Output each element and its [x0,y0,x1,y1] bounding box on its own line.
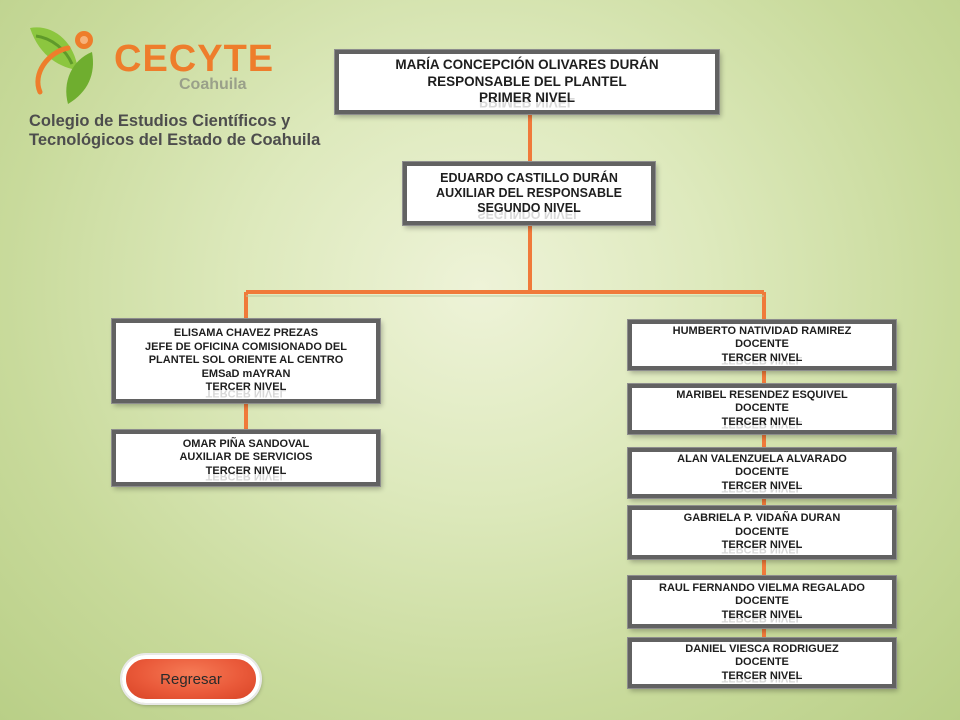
org-box-right-2: MARIBEL RESENDEZ ESQUIVEL DOCENTE TERCER… [628,384,896,434]
box-line: TERCER NIVEL [721,479,803,492]
box-line: DANIEL VIESCA RODRIGUEZ [685,642,839,655]
logo-line-1: Colegio de Estudios Científicos y [29,112,291,130]
org-box-right-6: DANIEL VIESCA RODRIGUEZ DOCENTE TERCER N… [628,638,896,688]
box-line: AUXILIAR DEL RESPONSABLE [436,185,622,200]
box-line: TERCER NIVEL [721,415,803,428]
box-line: DOCENTE [735,338,789,351]
box-line: DOCENTE [735,466,789,479]
box-line: TERCER NIVEL [205,464,287,477]
box-line: HUMBERTO NATIVIDAD RAMIREZ [672,324,852,337]
org-box-right-3: ALAN VALENZUELA ALVARADO DOCENTE TERCER … [628,448,896,498]
box-line: AUXILIAR DE SERVICIOS [179,451,313,464]
logo-brand-text: CECYTE [114,38,275,80]
org-box-assistant: EDUARDO CASTILLO DURÁN AUXILIAR DEL RESP… [403,162,655,225]
box-line: DOCENTE [735,595,789,608]
org-box-right-5: RAUL FERNANDO VIELMA REGALADO DOCENTE TE… [628,576,896,628]
box-line: GABRIELA P. VIDAÑA DURAN [683,512,841,525]
box-line: EMSaD mAYRAN [201,367,291,380]
org-box-right-4: GABRIELA P. VIDAÑA DURAN DOCENTE TERCER … [628,506,896,559]
box-line: TERCER NIVEL [721,351,803,364]
box-line: TERCER NIVEL [721,539,803,552]
box-line: RAUL FERNANDO VIELMA REGALADO [659,581,865,594]
box-line: ELISAMA CHAVEZ PREZAS [173,327,319,340]
box-line: RESPONSABLE DEL PLANTEL [427,73,627,89]
box-line: EDUARDO CASTILLO DURÁN [440,170,618,185]
org-box-director: MARÍA CONCEPCIÓN OLIVARES DURÁN RESPONSA… [335,50,719,114]
org-box-right-1: HUMBERTO NATIVIDAD RAMIREZ DOCENTE TERCE… [628,320,896,370]
org-box-left-2: OMAR PIÑA SANDOVAL AUXILIAR DE SERVICIOS… [112,430,380,486]
cecyte-emblem-icon [30,27,93,104]
cecyte-logo: CECYTE Coahuila Colegio de Estudios Cien… [22,18,320,158]
box-line: TERCER NIVEL [721,608,803,621]
box-line: DOCENTE [735,402,789,415]
org-box-left-1: ELISAMA CHAVEZ PREZAS JEFE DE OFICINA CO… [112,319,380,403]
box-line: OMAR PIÑA SANDOVAL [182,437,310,450]
box-line: MARIBEL RESENDEZ ESQUIVEL [676,388,848,401]
box-line: TERCER NIVEL [205,381,287,394]
box-line: DOCENTE [735,525,789,538]
regresar-button[interactable]: Regresar [122,655,260,703]
box-line: PRIMER NIVEL [478,90,575,106]
box-line: SEGUNDO NIVEL [477,201,581,216]
box-line: ALAN VALENZUELA ALVARADO [677,452,847,465]
logo-line-2: Tecnológicos del Estado de Coahuila [29,131,321,149]
box-line: TERCER NIVEL [721,669,803,682]
logo-state-text: Coahuila [179,76,247,93]
box-line: PLANTEL SOL ORIENTE AL CENTRO [148,354,344,367]
box-line: JEFE DE OFICINA COMISIONADO DEL [145,340,347,353]
box-line: MARÍA CONCEPCIÓN OLIVARES DURÁN [395,57,659,73]
box-line: DOCENTE [735,656,789,669]
